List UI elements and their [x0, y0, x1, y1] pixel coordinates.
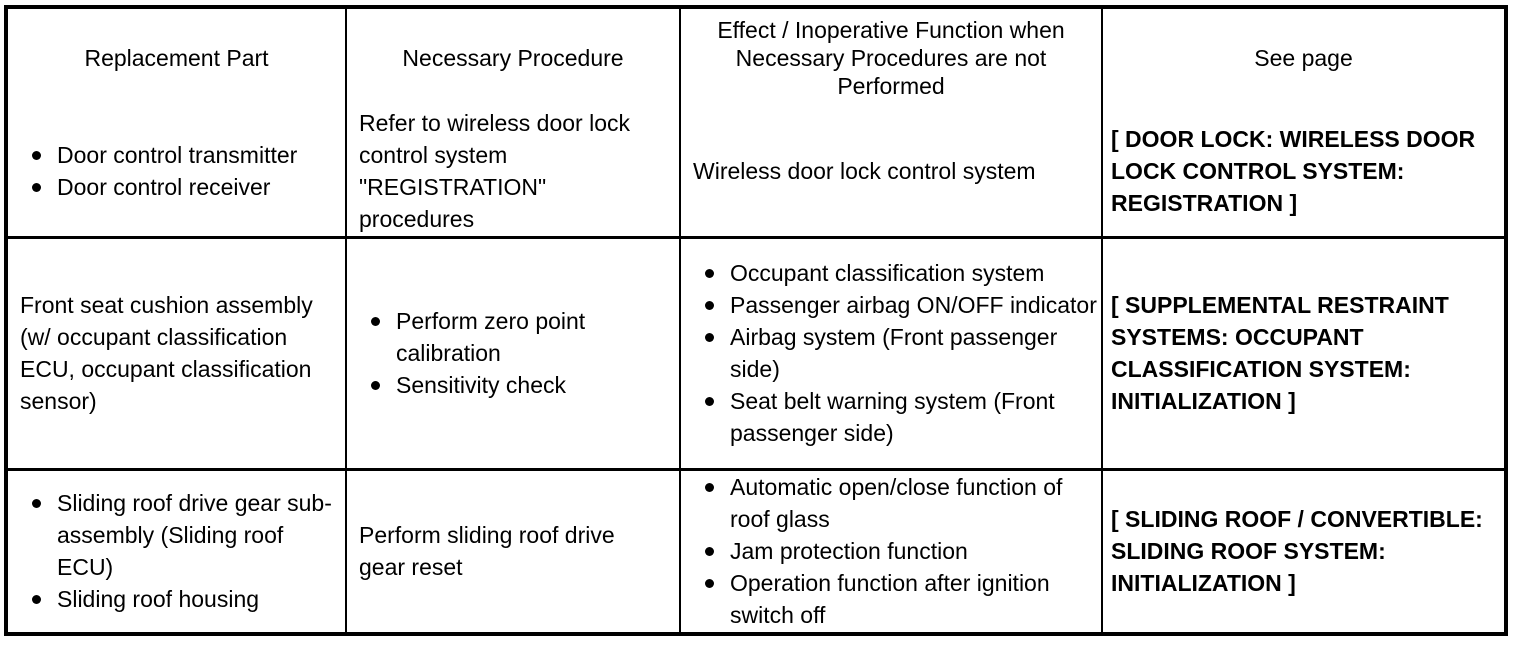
list-item-label: Sliding roof drive gear sub-assembly (Sl… [57, 490, 332, 581]
column-header-replacement-part: Replacement Part [8, 9, 347, 107]
table-body: Door control transmitter Door control re… [8, 107, 1504, 632]
replacement-part-procedure-table: Replacement Part Necessary Procedure Eff… [8, 9, 1504, 632]
list-item-label: Perform zero point calibration [396, 308, 586, 367]
see-page-reference: [ SUPPLEMENTAL RESTRAINT SYSTEMS: OCCUPA… [1111, 292, 1449, 415]
effect-text: Wireless door lock control system [693, 158, 1036, 185]
effect-list: Occupant classification system Passenger… [681, 257, 1101, 449]
column-header-effect-inoperative-function: Effect / Inoperative Function when Neces… [679, 9, 1103, 107]
cell-replacement-part: Door control transmitter Door control re… [8, 107, 347, 239]
list-item-label: Door control transmitter [57, 142, 298, 169]
bullet-icon [32, 595, 41, 605]
cell-replacement-part: Front seat cushion assembly (w/ occupant… [8, 237, 347, 471]
cell-replacement-part: Sliding roof drive gear sub-assembly (Sl… [8, 469, 347, 632]
list-item: Automatic open/close function of roof gl… [703, 471, 1101, 535]
necessary-procedure-list: Perform zero point calibration Sensitivi… [347, 305, 679, 401]
cell-see-page: [ SLIDING ROOF / CONVERTIBLE: SLIDING RO… [1101, 469, 1504, 632]
necessary-procedure-text: Perform sliding roof drive gear reset [359, 522, 615, 581]
table-row: Door control transmitter Door control re… [8, 107, 1504, 239]
list-item: Operation function after ignition switch… [703, 567, 1101, 631]
bullet-icon [371, 317, 380, 327]
list-item-label: Occupant classification system [730, 260, 1045, 287]
cell-effect: Automatic open/close function of roof gl… [679, 469, 1103, 632]
bullet-icon [705, 301, 714, 311]
list-item-label: Jam protection function [730, 538, 968, 565]
replacement-part-list: Sliding roof drive gear sub-assembly (Sl… [8, 487, 345, 615]
table-row: Front seat cushion assembly (w/ occupant… [8, 237, 1504, 471]
list-item: Door control receiver [30, 171, 345, 203]
see-page-reference: [ DOOR LOCK: WIRELESS DOOR LOCK CONTROL … [1111, 126, 1476, 217]
bullet-icon [705, 269, 714, 279]
list-item: Sliding roof drive gear sub-assembly (Sl… [30, 487, 345, 583]
list-item: Door control transmitter [30, 139, 345, 171]
list-item: Seat belt warning system (Front passenge… [703, 385, 1101, 449]
cell-necessary-procedure: Perform sliding roof drive gear reset [345, 469, 681, 632]
bullet-icon [705, 333, 714, 343]
list-item: Jam protection function [703, 535, 1101, 567]
cell-see-page: [ SUPPLEMENTAL RESTRAINT SYSTEMS: OCCUPA… [1101, 237, 1504, 471]
cell-effect: Occupant classification system Passenger… [679, 237, 1103, 471]
bullet-icon [705, 547, 714, 557]
list-item-label: Sliding roof housing [57, 586, 260, 613]
cell-necessary-procedure: Perform zero point calibration Sensitivi… [345, 237, 681, 471]
list-item-label: Sensitivity check [396, 372, 567, 399]
table-row: Sliding roof drive gear sub-assembly (Sl… [8, 469, 1504, 632]
list-item-label: Passenger airbag ON/OFF indicator [730, 292, 1097, 319]
cell-effect: Wireless door lock control system [679, 107, 1103, 239]
bullet-icon [705, 483, 714, 493]
bullet-icon [32, 151, 41, 161]
bullet-icon [705, 579, 714, 589]
list-item-label: Automatic open/close function of roof gl… [730, 474, 1063, 533]
bullet-icon [371, 381, 380, 391]
list-item-label: Operation function after ignition switch… [730, 570, 1050, 629]
cell-necessary-procedure: Refer to wireless door lock control syst… [345, 107, 681, 239]
effect-list: Automatic open/close function of roof gl… [681, 471, 1101, 631]
bullet-icon [705, 397, 714, 407]
list-item: Sensitivity check [369, 369, 679, 401]
list-item-label: Door control receiver [57, 174, 271, 201]
list-item: Sliding roof housing [30, 583, 345, 615]
column-header-necessary-procedure: Necessary Procedure [345, 9, 681, 107]
table-header: Replacement Part Necessary Procedure Eff… [8, 9, 1504, 107]
list-item: Passenger airbag ON/OFF indicator [703, 289, 1101, 321]
cell-see-page: [ DOOR LOCK: WIRELESS DOOR LOCK CONTROL … [1101, 107, 1504, 239]
table-header-row: Replacement Part Necessary Procedure Eff… [8, 9, 1504, 107]
bullet-icon [32, 499, 41, 509]
replacement-part-text: Front seat cushion assembly (w/ occupant… [20, 292, 313, 415]
bullet-icon [32, 183, 41, 193]
list-item: Occupant classification system [703, 257, 1101, 289]
replacement-part-list: Door control transmitter Door control re… [8, 139, 345, 203]
list-item: Perform zero point calibration [369, 305, 679, 369]
list-item-label: Seat belt warning system (Front passenge… [730, 388, 1055, 447]
see-page-reference: [ SLIDING ROOF / CONVERTIBLE: SLIDING RO… [1111, 506, 1483, 597]
list-item: Airbag system (Front passenger side) [703, 321, 1101, 385]
column-header-see-page: See page [1101, 9, 1504, 107]
specification-table-container: Replacement Part Necessary Procedure Eff… [4, 5, 1508, 636]
list-item-label: Airbag system (Front passenger side) [730, 324, 1058, 383]
necessary-procedure-text: Refer to wireless door lock control syst… [359, 110, 630, 233]
